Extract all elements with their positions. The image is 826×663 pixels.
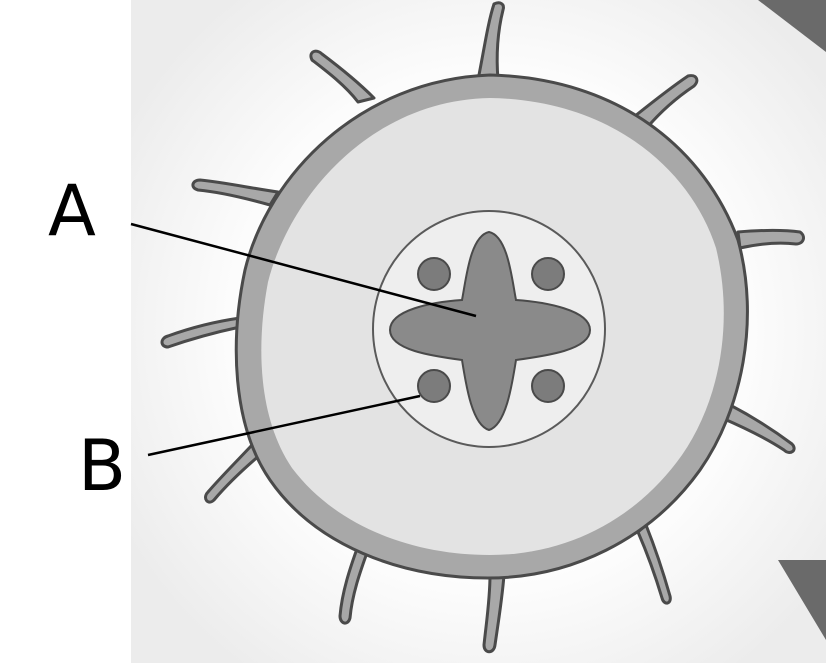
phloem-bundle [417, 257, 451, 291]
root-hair [160, 316, 242, 349]
root-hair [204, 443, 262, 504]
phloem-bundles [417, 257, 565, 403]
root-hair [191, 178, 280, 207]
phloem-bundle [417, 369, 451, 403]
phloem-bundle [531, 369, 565, 403]
corner-mark-bottom-right [778, 560, 826, 640]
phloem-bundle [531, 257, 565, 291]
label-b: B [78, 425, 126, 507]
root-hairs [160, 1, 805, 654]
root-hair [720, 403, 796, 454]
root-hair [476, 1, 505, 82]
root-hair [736, 229, 805, 250]
corner-mark-top-right [758, 0, 826, 52]
root-hair [636, 523, 672, 605]
label-a: A [48, 170, 96, 252]
root-hair [309, 49, 376, 104]
label-b-leader-line [147, 394, 421, 457]
root-hair [482, 573, 506, 654]
label-a-leader-line [130, 222, 477, 318]
root-hair [338, 544, 370, 625]
root-hair [628, 74, 699, 132]
